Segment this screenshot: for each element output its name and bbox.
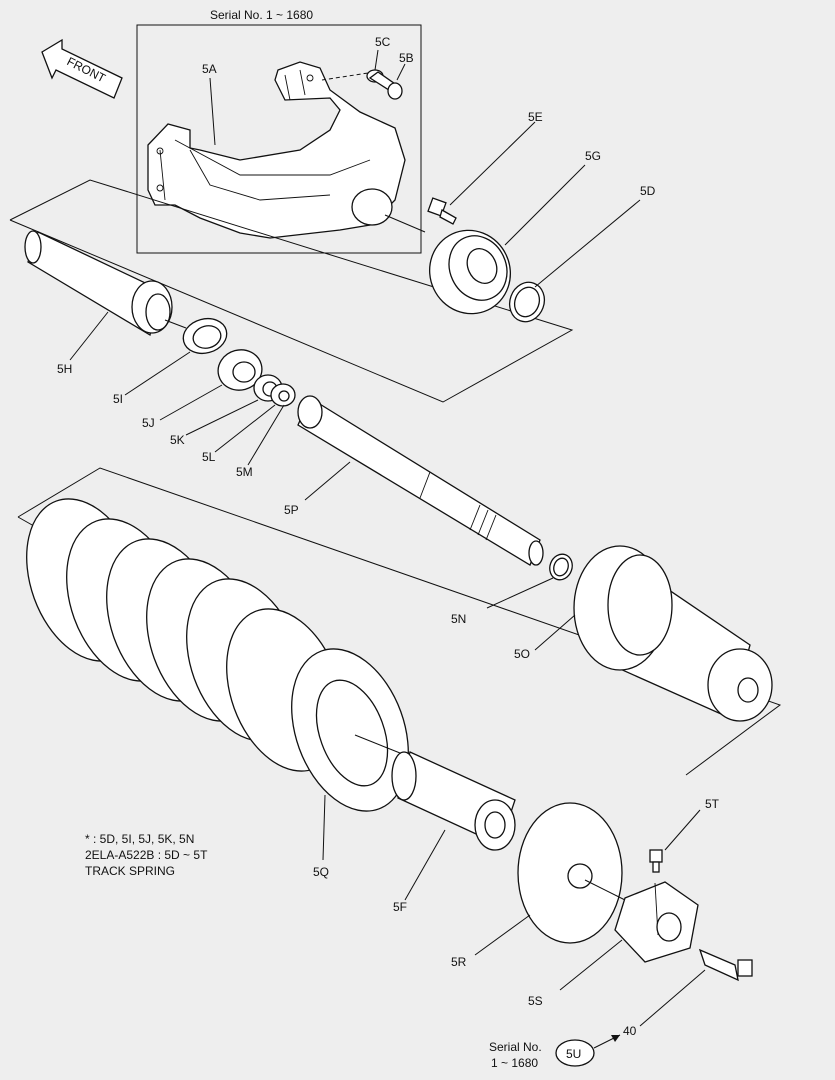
bushing-5I <box>124 317 228 396</box>
spacer-5F <box>391 751 516 901</box>
serial-bottom-line-1: Serial No. <box>489 1040 542 1054</box>
label-5Q: 5Q <box>313 865 329 879</box>
label-5O: 5O <box>514 647 530 661</box>
label-5B: 5B <box>399 51 414 65</box>
label-5H: 5H <box>57 362 72 376</box>
ring-5N <box>486 553 573 609</box>
cylinder-5H <box>24 230 187 361</box>
callout-5U: 5U <box>555 1034 621 1067</box>
label-5E: 5E <box>528 110 543 124</box>
label-5L: 5L <box>202 450 216 464</box>
label-5N: 5N <box>451 612 466 626</box>
rod-5P <box>297 395 544 566</box>
note-line-2: 2ELA-A522B : 5D ~ 5T <box>85 848 208 862</box>
label-40: 40 <box>623 1024 637 1038</box>
label-5S: 5S <box>528 994 543 1008</box>
leader-5A <box>209 77 216 146</box>
bracket-5A <box>147 61 426 239</box>
note-line-3: TRACK SPRING <box>85 864 175 878</box>
nipple-5T <box>649 809 701 873</box>
label-5J: 5J <box>142 416 155 430</box>
lower-plane <box>17 467 782 776</box>
washer-5L <box>214 383 296 453</box>
front-arrow-icon: FRONT <box>41 38 123 99</box>
label-5F: 5F <box>393 900 407 914</box>
serial-top-label: Serial No. 1 ~ 1680 <box>210 8 313 22</box>
serial-inset-frame <box>136 24 422 254</box>
label-5D: 5D <box>640 184 656 198</box>
label-5M: 5M <box>236 465 253 479</box>
plate-5R <box>474 802 626 956</box>
label-5T: 5T <box>705 797 720 811</box>
cylinder-5O <box>534 545 773 722</box>
label-5K: 5K <box>170 433 185 447</box>
spring-5Q <box>26 498 409 861</box>
svg-text:5U: 5U <box>566 1047 581 1061</box>
note-line-1: * : 5D, 5I, 5J, 5K, 5N <box>85 832 194 846</box>
block-5S <box>559 881 699 991</box>
label-5R: 5R <box>451 955 467 969</box>
label-5G: 5G <box>585 149 601 163</box>
valve-40 <box>639 948 753 1027</box>
label-5I: 5I <box>113 392 123 406</box>
flange-5G <box>428 164 586 315</box>
upper-plane <box>9 179 574 403</box>
label-5C: 5C <box>375 35 391 49</box>
serial-bottom-line-2: 1 ~ 1680 <box>491 1056 538 1070</box>
label-5P: 5P <box>284 503 299 517</box>
bolt-5B-5C <box>321 49 406 100</box>
label-5A: 5A <box>202 62 217 76</box>
ring-5D <box>508 199 641 323</box>
washer-5J <box>159 349 263 421</box>
ring-5M <box>247 404 285 466</box>
bolt-5E <box>427 121 536 225</box>
